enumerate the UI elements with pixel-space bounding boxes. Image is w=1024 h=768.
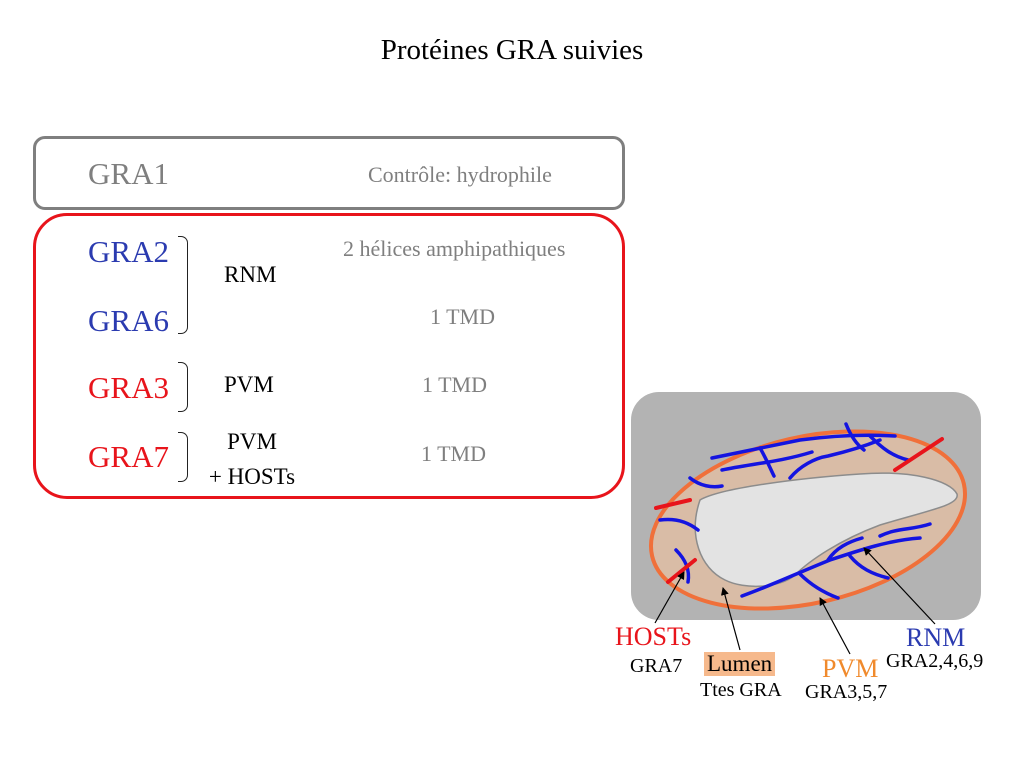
studied-proteins-box [33,213,625,499]
note-gra7: 1 TMD [421,441,486,466]
hosts-segments [654,437,944,584]
note-gra6: 1 TMD [430,304,495,329]
protein-gra2: GRA2 [88,234,169,269]
lumen-label: Lumen [704,652,776,676]
pvm-label: PVM [822,654,879,683]
protein-gra3: GRA3 [88,370,169,405]
rnm-network [658,422,932,600]
bracket-gra2-gra6 [178,236,188,334]
page-title: Protéines GRA suivies [380,34,644,66]
control-protein-name: GRA1 [88,156,169,191]
note-gra2: 2 hélices amphipathiques [343,236,566,261]
localization-pvm: PVM [224,372,274,397]
rnm-gra-list: GRA2,4,6,9 [886,650,984,672]
protein-gra6: GRA6 [88,303,169,338]
parasite-lumen-body [694,472,958,588]
localization-gra7-hosts: + HOSTs [208,464,296,489]
bracket-gra7 [178,432,188,482]
callout-arrows [654,547,936,655]
hosts-gra-list: GRA7 [630,655,683,677]
control-note: Contrôle: hydrophile [368,162,552,187]
hosts-label: HOSTs [615,622,692,651]
control-box [33,136,625,210]
rnm-label: RNM [906,623,966,652]
bracket-gra3 [178,362,188,412]
localization-rnm: RNM [224,262,277,287]
note-gra3: 1 TMD [422,372,487,397]
lumen-gra-list: Ttes GRA [700,679,782,701]
pvm-gra-list: GRA3,5,7 [805,681,888,703]
protein-gra7: GRA7 [88,439,169,474]
localization-gra7-pvm: PVM [227,429,277,454]
